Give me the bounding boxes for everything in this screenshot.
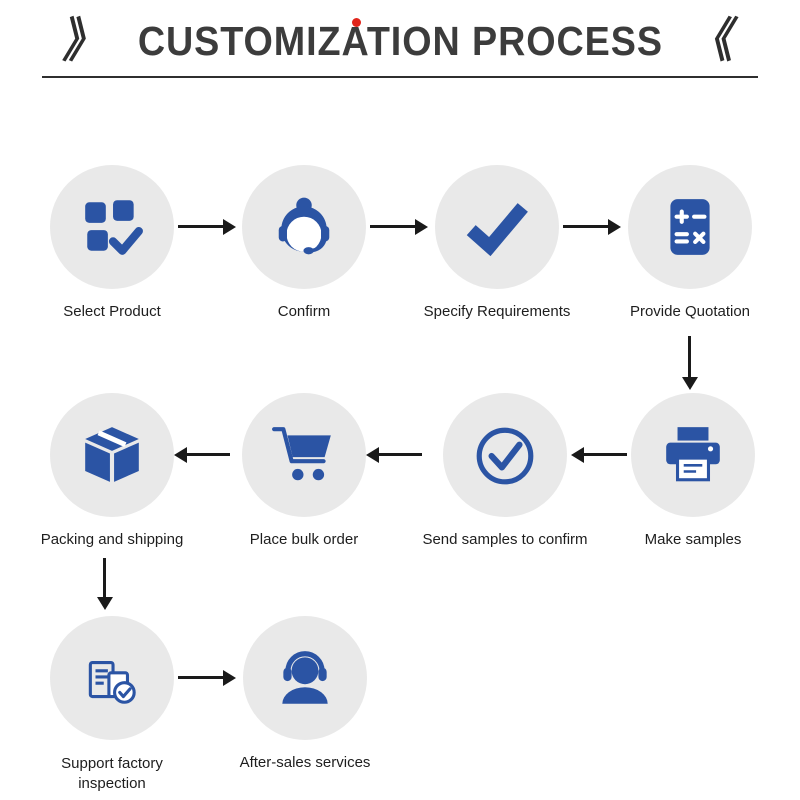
step-label: After-sales services <box>239 754 371 771</box>
arrow-confirm-to-specify <box>370 218 428 235</box>
right-chevrons-mark: 《 <box>688 14 741 67</box>
step-circle <box>242 165 366 289</box>
shopping-cart-icon <box>272 427 331 481</box>
printer-icon <box>666 427 720 482</box>
step-after-sales: After-sales services <box>205 616 405 771</box>
step-label: Select Product <box>63 303 161 320</box>
arrow-specify-to-quotation <box>563 218 621 235</box>
arrow-quotation-to-samples-down <box>681 336 698 390</box>
factory-inspection-icon <box>88 660 136 704</box>
step-label: Packing and shipping <box>40 531 184 548</box>
step-circle <box>50 165 174 289</box>
step-circle <box>628 165 752 289</box>
step-circle <box>435 165 559 289</box>
step-circle <box>242 393 366 517</box>
step-place-bulk-order: Place bulk order <box>204 393 404 548</box>
circle-check-icon <box>476 427 534 485</box>
arrow-bulk-order-to-packing <box>174 446 230 463</box>
step-circle <box>443 393 567 517</box>
step-label: Place bulk order <box>249 531 359 548</box>
step-label: Make samples <box>644 531 742 548</box>
step-make-samples: Make samples <box>593 393 793 548</box>
calculator-icon <box>670 199 710 255</box>
step-provide-quotation: Provide Quotation <box>590 165 790 320</box>
step-specify-requirements: Specify Requirements <box>397 165 597 320</box>
arrow-samples-to-confirm-samples <box>571 446 627 463</box>
step-circle <box>631 393 755 517</box>
arrow-select-to-confirm <box>178 218 236 235</box>
headset-support-icon <box>282 651 328 704</box>
left-chevrons-mark: 》 <box>60 14 112 67</box>
step-confirm: Confirm <box>204 165 404 320</box>
step-packing-shipping: Packing and shipping <box>12 393 212 548</box>
arrow-confirm-samples-to-bulk-order <box>366 446 422 463</box>
step-label: Confirm <box>277 303 331 320</box>
step-circle <box>50 393 174 517</box>
customer-service-icon <box>278 197 330 255</box>
step-send-samples: Send samples to confirm <box>405 393 605 548</box>
title-text: CUSTOMIZATION PROCESS <box>137 17 663 64</box>
bold-check-icon <box>466 203 528 257</box>
step-circle <box>243 616 367 740</box>
step-label: Send samples to confirm <box>422 531 588 548</box>
step-label: Support factory inspection <box>61 755 163 793</box>
arrow-inspection-to-after-sales <box>178 669 236 686</box>
red-dot-accent <box>352 18 361 27</box>
step-factory-inspection: Support factory inspection <box>12 616 212 795</box>
step-label: Provide Quotation <box>629 303 751 320</box>
title-divider <box>42 76 758 78</box>
grid-check-icon <box>85 200 143 255</box>
page-title: 》 CUSTOMIZATION PROCESS 《 <box>0 10 800 72</box>
package-box-icon <box>85 427 139 482</box>
step-label: Specify Requirements <box>423 303 571 320</box>
step-select-product: Select Product <box>12 165 212 320</box>
step-circle <box>50 616 174 740</box>
arrow-packing-to-inspection-down <box>96 558 113 610</box>
